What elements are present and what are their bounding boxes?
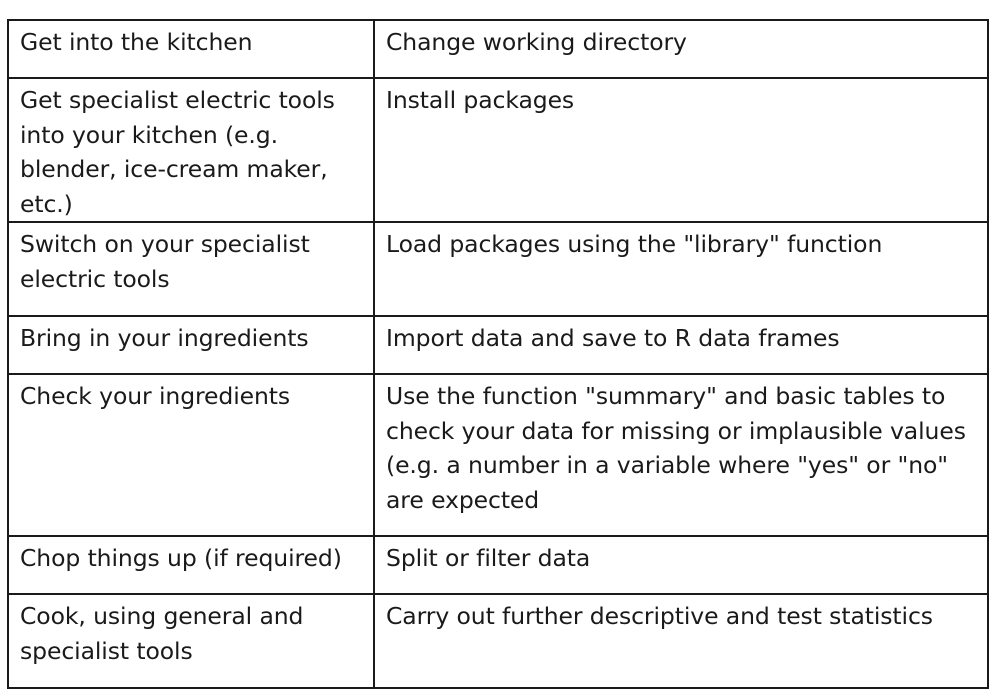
table-cell-step: Chop things up (if required) [7,535,375,595]
table-cell-step: Cook, using general and specialist tools [7,593,375,689]
table-cell-r-action: Import data and save to R data frames [373,315,989,375]
table-cell-step: Get into the kitchen [7,19,375,79]
table-row: Bring in your ingredients Import data an… [7,315,989,375]
table-cell-r-action: Use the function "summary" and basic tab… [373,373,989,537]
table-row: Switch on your specialist electric tools… [7,221,989,317]
table-cell-r-action: Load packages using the "library" functi… [373,221,989,317]
table-cell-r-action: Split or filter data [373,535,989,595]
table-cell-r-action: Change working directory [373,19,989,79]
table-cell-r-action: Install packages [373,77,989,223]
table-row: Chop things up (if required) Split or fi… [7,535,989,595]
table-cell-step: Check your ingredients [7,373,375,537]
table-cell-step: Bring in your ingredients [7,315,375,375]
table-row: Get specialist electric tools into your … [7,77,989,223]
table-cell-r-action: Carry out further descriptive and test s… [373,593,989,689]
table-cell-step: Switch on your specialist electric tools [7,221,375,317]
table-row: Get into the kitchen Change working dire… [7,19,989,79]
cooking-r-analogy-table: Get into the kitchen Change working dire… [7,19,989,689]
table-cell-step: Get specialist electric tools into your … [7,77,375,223]
table-row: Cook, using general and specialist tools… [7,593,989,689]
table-row: Check your ingredients Use the function … [7,373,989,537]
